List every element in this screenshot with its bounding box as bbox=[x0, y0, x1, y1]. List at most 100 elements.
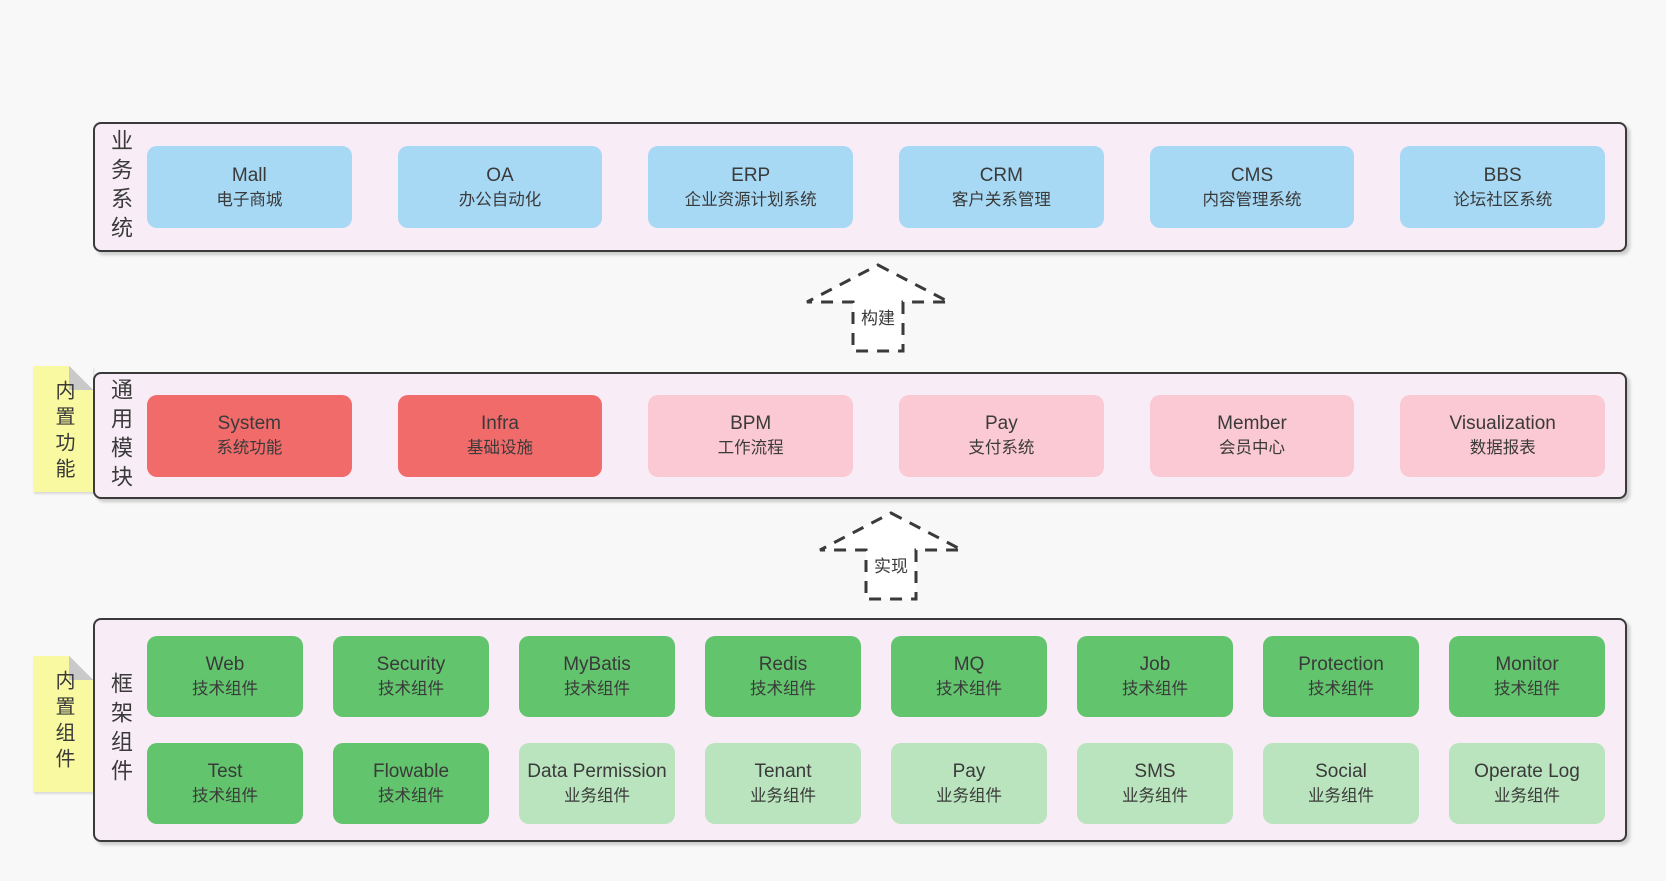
box-subtitle: 技术组件 bbox=[1308, 680, 1374, 699]
sticky-note-label: 内置组件 bbox=[52, 670, 74, 774]
box-title: OA bbox=[486, 164, 514, 186]
box-title: Visualization bbox=[1449, 413, 1556, 435]
box-cms: CMS 内容管理系统 bbox=[1149, 146, 1355, 228]
box-operate-log: Operate Log 业务组件 bbox=[1449, 743, 1605, 824]
box-title: Infra bbox=[480, 413, 520, 435]
box-subtitle: 数据报表 bbox=[1469, 439, 1536, 458]
box-subtitle: 内容管理系统 bbox=[1202, 190, 1302, 209]
layer-label-framework-components: 框架组件 bbox=[108, 672, 133, 788]
box-tenant: Tenant 业务组件 bbox=[705, 743, 861, 824]
box-subtitle: 电子商城 bbox=[216, 190, 283, 209]
box-title: SMS bbox=[1134, 761, 1176, 783]
box-title: Mall bbox=[231, 164, 267, 186]
box-subtitle: 业务组件 bbox=[1122, 787, 1188, 806]
box-subtitle: 技术组件 bbox=[1122, 680, 1188, 699]
box-test: Test 技术组件 bbox=[147, 743, 303, 824]
up-arrow-build: 构建 bbox=[806, 263, 950, 353]
box-sms: SMS 业务组件 bbox=[1077, 743, 1233, 824]
box-pay: Pay 支付系统 bbox=[899, 394, 1104, 477]
up-arrow-implement: 实现 bbox=[819, 511, 963, 601]
layer-common-modules: 通用模块 System 系统功能 Infra 基础设施 BPM 工作流程 Pay… bbox=[93, 372, 1627, 499]
framework-components-row-1: Web 技术组件 Security 技术组件 MyBatis 技术组件 Redi… bbox=[135, 636, 1625, 717]
box-flowable: Flowable 技术组件 bbox=[333, 743, 489, 824]
box-title: Social bbox=[1315, 761, 1367, 783]
box-protection: Protection 技术组件 bbox=[1263, 636, 1419, 717]
box-mybatis: MyBatis 技术组件 bbox=[519, 636, 675, 717]
box-job: Job 技术组件 bbox=[1077, 636, 1233, 717]
box-subtitle: 业务组件 bbox=[936, 787, 1002, 806]
box-erp: ERP 企业资源计划系统 bbox=[648, 146, 854, 228]
box-subtitle: 会员中心 bbox=[1219, 439, 1286, 458]
arrow-label-implement: 实现 bbox=[874, 557, 908, 576]
box-title: Redis bbox=[758, 654, 808, 676]
sticky-note-label: 内置功能 bbox=[52, 380, 74, 484]
box-title: Web bbox=[205, 654, 245, 676]
box-bpm: BPM 工作流程 bbox=[648, 394, 854, 477]
box-infra: Infra 基础设施 bbox=[397, 394, 603, 477]
box-subtitle: 技术组件 bbox=[564, 680, 630, 699]
box-title: System bbox=[217, 413, 282, 435]
up-arrow-outline bbox=[806, 263, 950, 353]
up-arrow-outline bbox=[819, 511, 963, 601]
box-subtitle: 工作流程 bbox=[717, 439, 784, 458]
box-title: Test bbox=[207, 761, 243, 783]
box-mall: Mall 电子商城 bbox=[147, 146, 352, 228]
box-oa: OA 办公自动化 bbox=[397, 146, 603, 228]
sticky-note-builtin-features: 内置功能 bbox=[33, 366, 93, 492]
box-subtitle: 业务组件 bbox=[564, 787, 630, 806]
box-subtitle: 技术组件 bbox=[1494, 680, 1560, 699]
box-monitor: Monitor 技术组件 bbox=[1449, 636, 1605, 717]
framework-components-row-2: Test 技术组件 Flowable 技术组件 Data Permission … bbox=[135, 743, 1625, 824]
box-subtitle: 技术组件 bbox=[378, 787, 444, 806]
box-subtitle: 技术组件 bbox=[378, 680, 444, 699]
box-crm: CRM 客户关系管理 bbox=[899, 146, 1104, 228]
box-subtitle: 技术组件 bbox=[192, 680, 258, 699]
box-title: Pay bbox=[984, 413, 1018, 435]
box-subtitle: 系统功能 bbox=[216, 439, 283, 458]
box-system: System 系统功能 bbox=[147, 394, 352, 477]
box-subtitle: 技术组件 bbox=[192, 787, 258, 806]
box-title: Tenant bbox=[754, 761, 812, 783]
box-title: BBS bbox=[1483, 164, 1522, 186]
layer-business-systems: 业务系统 Mall 电子商城 OA 办公自动化 ERP 企业资源计划系统 CRM… bbox=[93, 122, 1627, 252]
box-title: Flowable bbox=[372, 761, 450, 783]
box-subtitle: 支付系统 bbox=[968, 439, 1035, 458]
folded-corner-icon bbox=[69, 366, 93, 390]
box-title: Job bbox=[1139, 654, 1171, 676]
box-bbs: BBS 论坛社区系统 bbox=[1400, 146, 1606, 228]
box-data-permission: Data Permission 业务组件 bbox=[519, 743, 675, 824]
common-modules-row: System 系统功能 Infra 基础设施 BPM 工作流程 Pay 支付系统… bbox=[135, 394, 1625, 477]
box-subtitle: 客户关系管理 bbox=[951, 190, 1051, 209]
box-pay-business: Pay 业务组件 bbox=[891, 743, 1047, 824]
box-security: Security 技术组件 bbox=[333, 636, 489, 717]
layer-label-business-systems: 业务系统 bbox=[108, 129, 133, 245]
box-title: Data Permission bbox=[527, 761, 667, 783]
box-title: ERP bbox=[731, 164, 771, 186]
box-subtitle: 业务组件 bbox=[1308, 787, 1374, 806]
sticky-note-builtin-components: 内置组件 bbox=[33, 656, 93, 792]
box-title: MyBatis bbox=[563, 654, 631, 676]
box-title: Operate Log bbox=[1474, 761, 1580, 783]
box-subtitle: 企业资源计划系统 bbox=[684, 190, 817, 209]
box-title: CRM bbox=[979, 164, 1023, 186]
folded-corner-icon bbox=[69, 656, 93, 680]
box-title: CMS bbox=[1230, 164, 1274, 186]
arrow-label-build: 构建 bbox=[861, 309, 895, 328]
box-title: Pay bbox=[952, 761, 986, 783]
box-subtitle: 技术组件 bbox=[750, 680, 816, 699]
box-subtitle: 业务组件 bbox=[1494, 787, 1560, 806]
layer-label-common-modules: 通用模块 bbox=[108, 377, 133, 494]
box-mq: MQ 技术组件 bbox=[891, 636, 1047, 717]
box-subtitle: 办公自动化 bbox=[458, 190, 542, 209]
box-title: Security bbox=[376, 654, 446, 676]
box-subtitle: 论坛社区系统 bbox=[1453, 190, 1553, 209]
box-subtitle: 基础设施 bbox=[467, 439, 533, 458]
box-social: Social 业务组件 bbox=[1263, 743, 1419, 824]
box-title: Protection bbox=[1298, 654, 1384, 676]
box-visualization: Visualization 数据报表 bbox=[1400, 394, 1606, 477]
box-title: Monitor bbox=[1495, 654, 1559, 676]
box-title: BPM bbox=[730, 413, 772, 435]
box-title: Member bbox=[1217, 413, 1287, 435]
box-title: MQ bbox=[953, 654, 985, 676]
business-systems-row: Mall 电子商城 OA 办公自动化 ERP 企业资源计划系统 CRM 客户关系… bbox=[135, 146, 1625, 228]
